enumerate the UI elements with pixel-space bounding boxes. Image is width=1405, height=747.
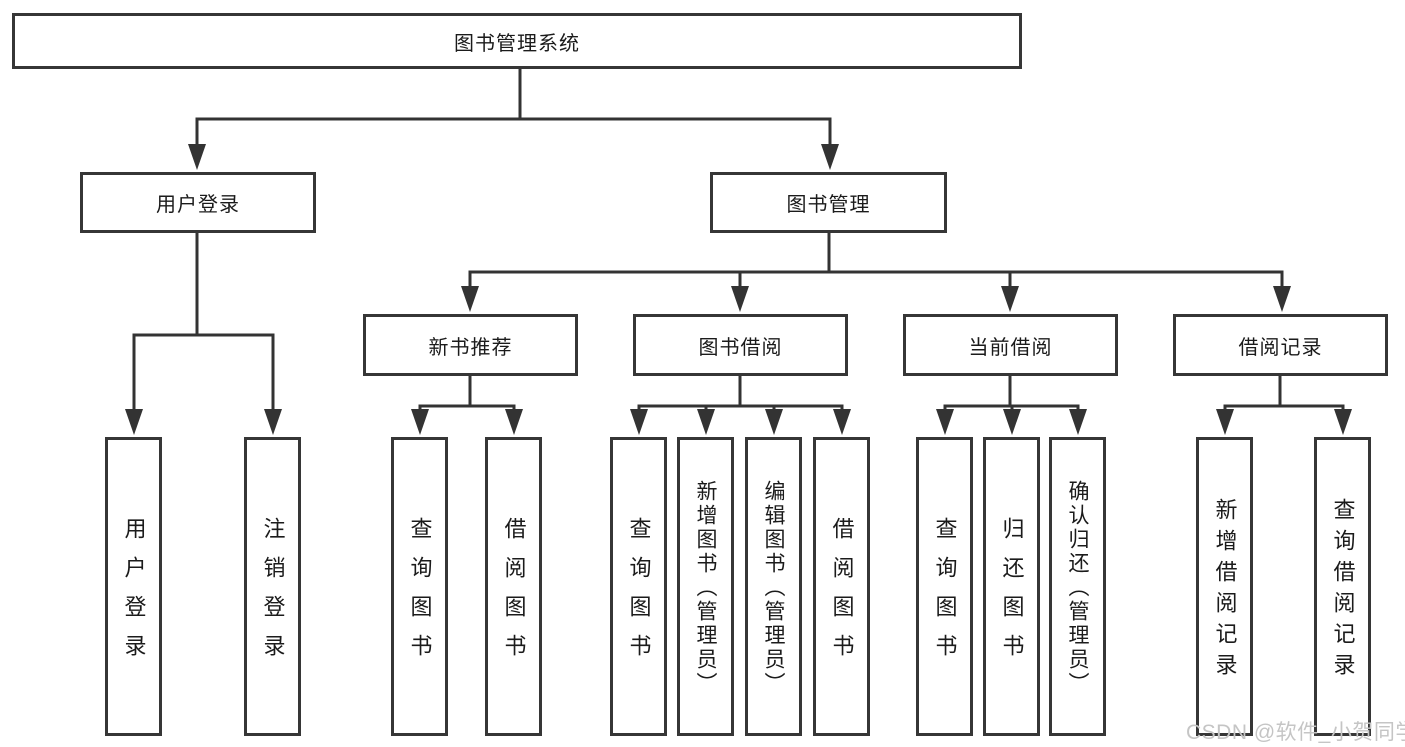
arrowheads xyxy=(125,144,1352,435)
leaf-user-login-label: 用户登录 xyxy=(121,517,147,673)
leaf-confirm-return-admin-label: 确认归还（管理员） xyxy=(1066,480,1089,696)
leaf-add-borrow-record-label: 新增借阅记录 xyxy=(1212,498,1238,684)
leaf-add-book-admin: 新增图书（管理员） xyxy=(677,437,734,736)
leaf-query-books-3-label: 查询图书 xyxy=(932,517,958,673)
leaf-add-borrow-record: 新增借阅记录 xyxy=(1196,437,1253,736)
csdn-watermark: CSDN @软件_小贺同学 xyxy=(1186,721,1405,744)
leaf-confirm-return-admin: 确认归还（管理员） xyxy=(1049,437,1106,736)
leaf-query-books-2-label: 查询图书 xyxy=(626,517,652,673)
node-borrow-records-label: 借阅记录 xyxy=(1238,336,1323,359)
leaf-borrow-books-1-label: 借阅图书 xyxy=(501,517,527,673)
node-new-book-recommend: 新书推荐 xyxy=(363,314,578,376)
node-book-management-label: 图书管理 xyxy=(786,194,871,216)
node-root: 图书管理系统 xyxy=(12,13,1022,69)
leaf-return-book-label: 归还图书 xyxy=(999,517,1025,673)
leaf-add-book-admin-label: 新增图书（管理员） xyxy=(694,480,717,696)
node-user-login: 用户登录 xyxy=(80,172,316,233)
node-borrow-records: 借阅记录 xyxy=(1173,314,1388,376)
leaf-return-book: 归还图书 xyxy=(983,437,1040,736)
leaf-logout-label: 注销登录 xyxy=(260,517,286,673)
node-book-borrow: 图书借阅 xyxy=(633,314,848,376)
leaf-edit-book-admin: 编辑图书（管理员） xyxy=(745,437,802,736)
node-new-book-recommend-label: 新书推荐 xyxy=(428,336,513,359)
leaf-query-books-3: 查询图书 xyxy=(916,437,973,736)
leaf-query-books-1-label: 查询图书 xyxy=(407,517,433,673)
leaf-logout: 注销登录 xyxy=(244,437,301,736)
leaf-borrow-books-1: 借阅图书 xyxy=(485,437,542,736)
leaf-query-borrow-record-label: 查询借阅记录 xyxy=(1330,498,1356,684)
leaf-edit-book-admin-label: 编辑图书（管理员） xyxy=(762,480,785,696)
leaf-borrow-books-2-label: 借阅图书 xyxy=(829,517,855,673)
leaf-borrow-books-2: 借阅图书 xyxy=(813,437,870,736)
node-root-label: 图书管理系统 xyxy=(454,32,580,55)
node-book-management: 图书管理 xyxy=(710,172,947,233)
leaf-query-books-2: 查询图书 xyxy=(610,437,667,736)
leaf-query-books-1: 查询图书 xyxy=(391,437,448,736)
node-user-login-label: 用户登录 xyxy=(156,194,240,216)
node-current-borrow-label: 当前借阅 xyxy=(968,336,1053,359)
node-book-borrow-label: 图书借阅 xyxy=(698,336,783,359)
tree-edges xyxy=(132,69,1345,414)
leaf-query-borrow-record: 查询借阅记录 xyxy=(1314,437,1371,736)
node-current-borrow: 当前借阅 xyxy=(903,314,1118,376)
leaf-user-login: 用户登录 xyxy=(105,437,162,736)
